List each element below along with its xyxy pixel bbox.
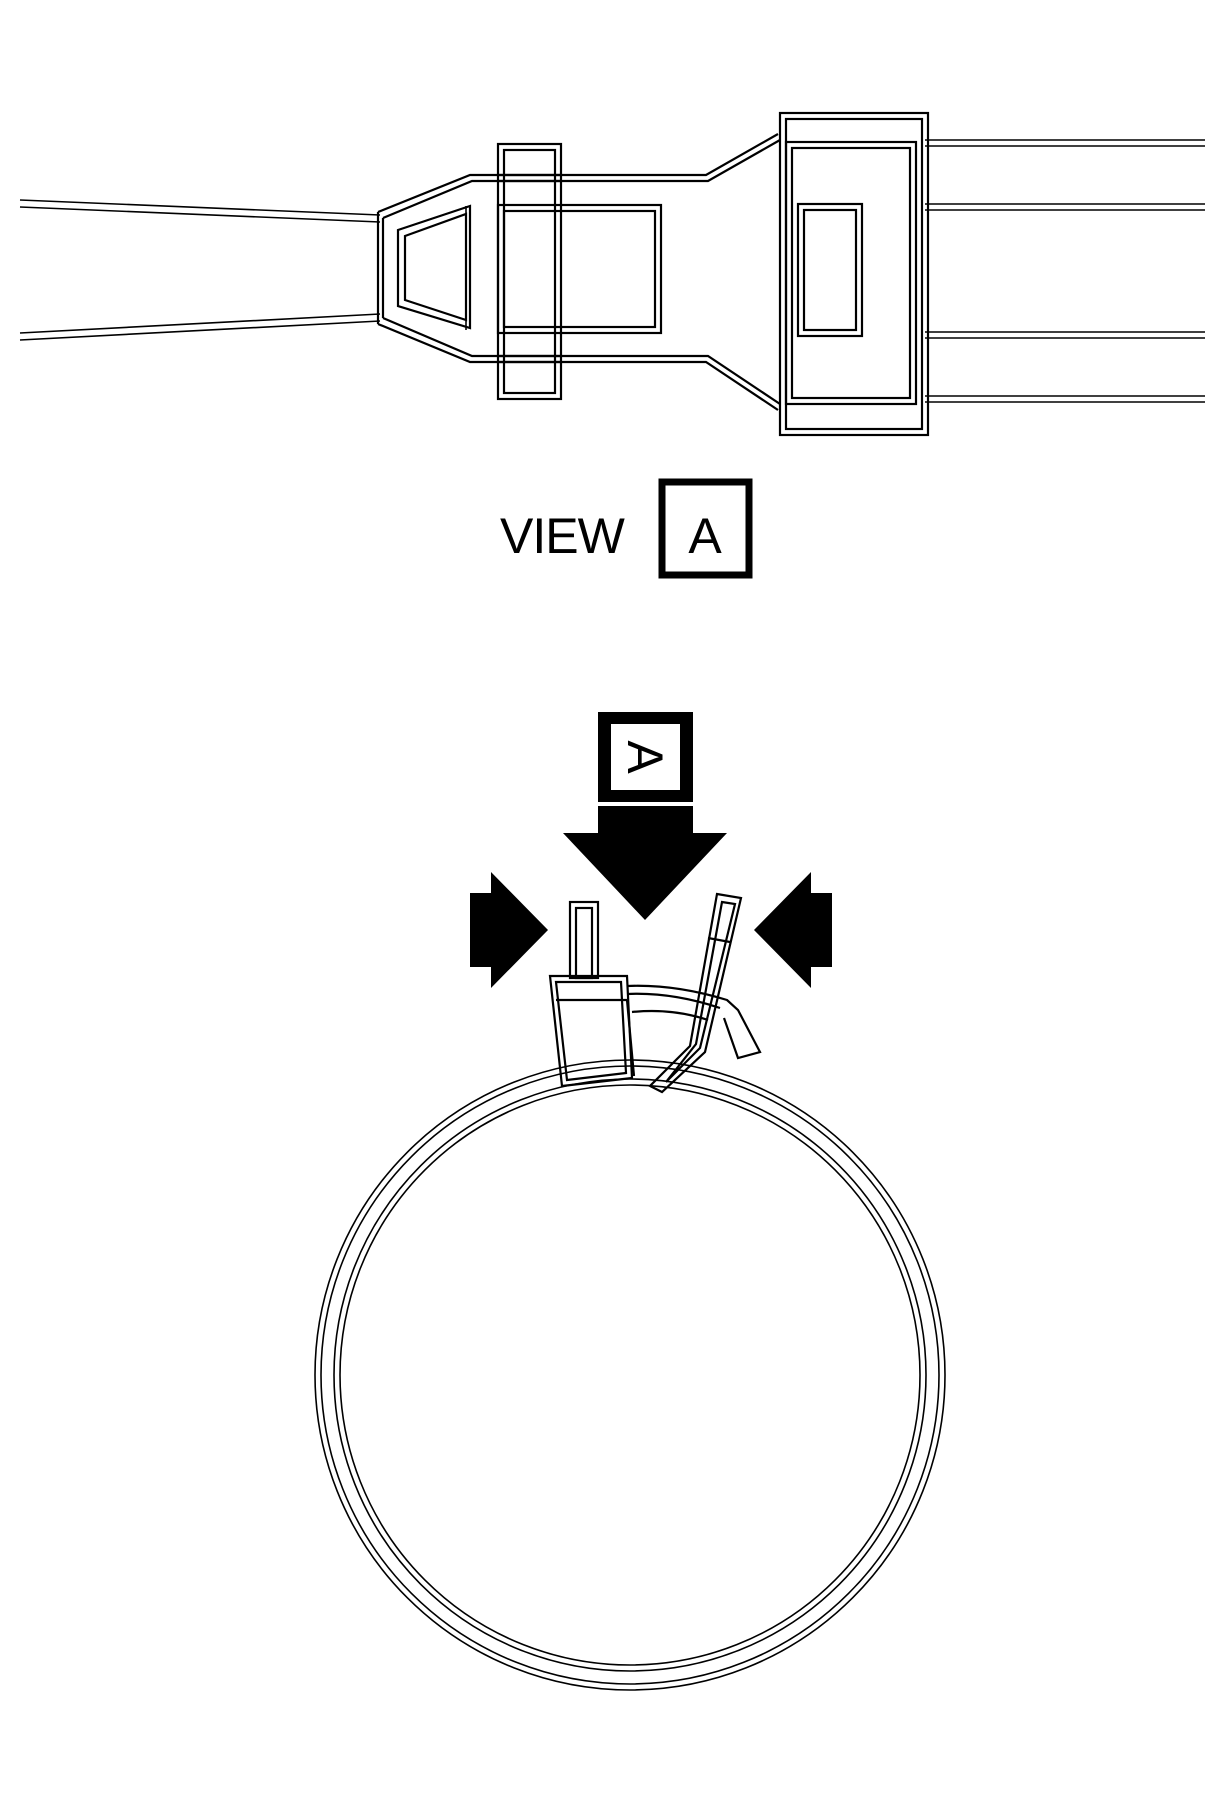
view-a-label: VIEW A [500,478,753,579]
callout-a-box: A [598,712,693,802]
right-arrow-icon [470,872,548,988]
left-tang [548,900,634,1088]
clamp-ring [314,1059,946,1691]
tang-slot [496,203,663,335]
callout-letter: A [617,740,673,774]
left-hose-lines [19,199,381,341]
right-tang [648,892,743,1094]
left-arrow-icon [754,872,832,988]
clamp-band-side [496,142,563,401]
down-arrow-icon [563,806,727,920]
end-view: A [314,712,946,1691]
view-label-letter: A [688,508,722,564]
connector-housing [778,111,930,437]
fitting-body [376,133,781,411]
view-a-side-view [19,111,1205,437]
right-hose-lines [925,139,1205,403]
view-label-box [658,478,753,579]
view-label-word: VIEW [500,508,626,564]
